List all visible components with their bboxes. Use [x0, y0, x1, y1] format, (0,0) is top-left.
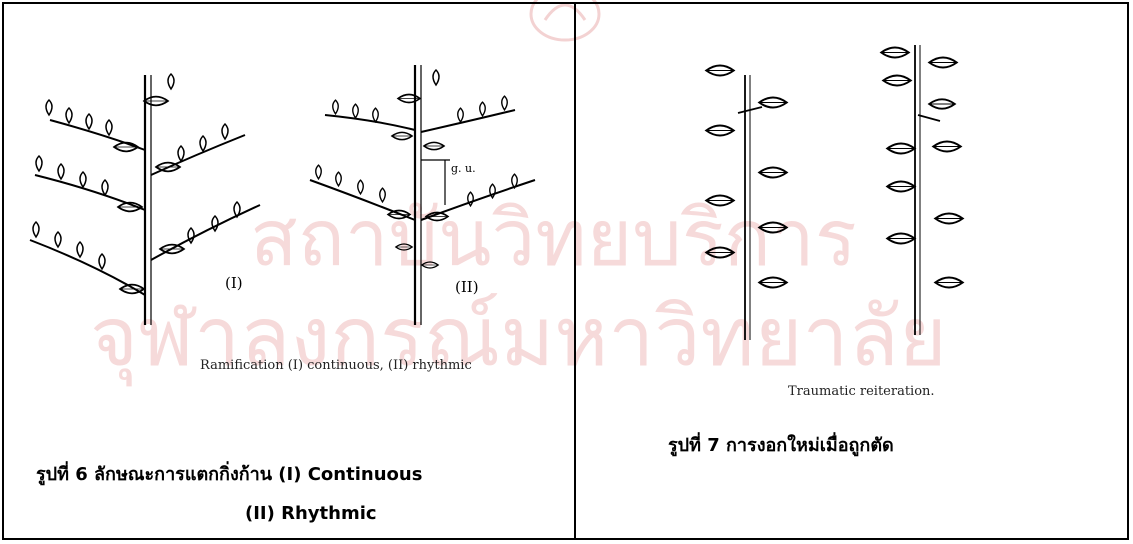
label-I: (I)	[225, 274, 243, 292]
growth-unit-annotation: g. u.	[451, 162, 476, 175]
figure6-caption-th-line1: รูปที่ 6 ลักษณะการแตกกิ่งก้าน (I) Contin…	[36, 459, 422, 488]
figure6-caption-en: Ramification (I) continuous, (II) rhythm…	[200, 358, 472, 373]
figure7-caption-en: Traumatic reiteration.	[788, 384, 935, 399]
diagram-continuous: (I)	[30, 74, 260, 325]
panel-divider	[574, 2, 576, 540]
reiteration-diagram	[690, 35, 1030, 355]
label-II: (II)	[455, 278, 479, 296]
diagram-rhythmic: g. u. (II)	[310, 65, 535, 325]
figure6-caption-th-line2: (II) Rhythmic	[245, 503, 377, 524]
figure7-caption-th: รูปที่ 7 การงอกใหม่เมื่อถูกตัด	[668, 430, 894, 459]
ramification-diagram: (I)	[25, 60, 570, 400]
